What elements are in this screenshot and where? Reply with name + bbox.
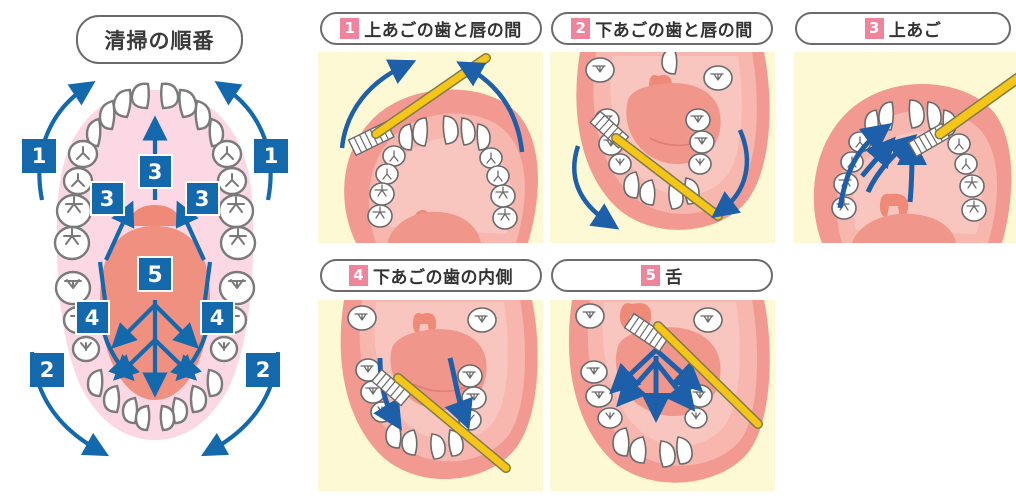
panel-badge-3: 3 (864, 18, 884, 39)
panel-label-2: 下あごの歯と唇の間 (595, 21, 753, 41)
arrows-1 (339, 59, 525, 153)
svg-text:5: 5 (147, 263, 162, 288)
svg-text:2: 2 (256, 358, 271, 382)
panel-badge-5: 5 (641, 265, 661, 286)
toothbrush-2 (589, 110, 723, 221)
brush-bristles-5 (629, 316, 665, 349)
panel-art-5 (550, 300, 775, 491)
panel-title-5: 5 舌 (551, 259, 773, 292)
brush-bristles-4 (376, 373, 406, 401)
panel-title-1: 1 上あごの歯と唇の間 (320, 12, 542, 45)
panel-art-2 (550, 52, 775, 243)
panel-badge-4: 4 (349, 265, 368, 286)
svg-text:4: 4 (85, 306, 100, 330)
svg-text:2: 2 (40, 358, 55, 382)
diagram-title-pill: 清掃の順番 (76, 15, 243, 64)
step-number-boxes: 1 1 3 3 3 5 4 4 2 2 (22, 139, 288, 387)
uvula-3 (879, 193, 909, 218)
panel-label-5: 舌 (665, 268, 683, 288)
panel-title-4: 4 下あごの歯の内側 (320, 259, 542, 292)
tooth-cusp-marks-4 (354, 313, 488, 422)
cleaning-order-diagram: 清掃の順番 (0, 0, 310, 499)
panel-label-3: 上あご (888, 21, 942, 41)
tooth-group-upper (85, 82, 225, 148)
tongue-1 (388, 211, 481, 243)
mouth-arch-illustration: 1 1 3 3 3 5 4 4 2 2 (22, 81, 288, 457)
uvula-shape (128, 205, 182, 240)
svg-text:3: 3 (195, 187, 210, 211)
arrows-3 (837, 122, 927, 209)
panel-art-1 (318, 52, 543, 243)
toothbrush-3 (907, 72, 1016, 158)
panel-art-3 (794, 52, 1016, 243)
page-title: 清掃の順番 (104, 28, 215, 53)
panel-art-4 (318, 300, 543, 491)
svg-text:1: 1 (264, 144, 279, 168)
arrows-2 (572, 129, 750, 230)
brush-bristles-2 (594, 114, 623, 143)
panel-label-1: 上あごの歯と唇の間 (364, 21, 522, 41)
panel-title-2: 2 下あごの歯と唇の間 (551, 12, 773, 45)
tongue-3 (852, 213, 956, 243)
svg-text:3: 3 (148, 160, 163, 184)
uvula-4 (412, 313, 437, 334)
svg-text:4: 4 (210, 306, 225, 330)
svg-text:1: 1 (32, 144, 47, 168)
teeth-row-1 (367, 115, 518, 230)
panel-label-4: 下あごの歯の内側 (373, 268, 513, 288)
panel-title-3: 3 上あご (795, 12, 1011, 45)
brush-bristles-3 (913, 127, 944, 154)
toothbrush-4 (370, 368, 511, 473)
tooth-cusp-marks-1 (372, 150, 511, 221)
panel-badge-2: 2 (571, 18, 591, 39)
svg-text:3: 3 (100, 187, 115, 211)
toothbrush-5 (623, 312, 763, 429)
tooth-cusp-marks-5 (582, 311, 714, 420)
arrows-5 (609, 348, 704, 423)
panel-badge-1: 1 (340, 18, 360, 39)
tooth-group-upper-molars (53, 139, 257, 261)
